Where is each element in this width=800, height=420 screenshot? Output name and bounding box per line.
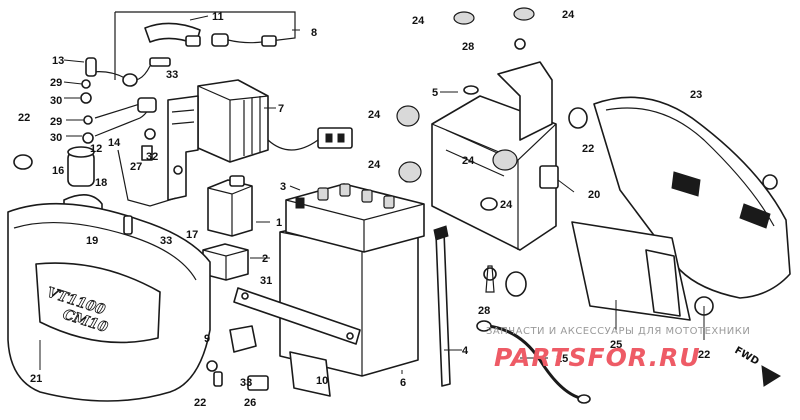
- callout-30-top: 30: [50, 95, 62, 107]
- callout-numbers: 11 8 13 29 30 22 29 30 16 14 12 33 32 27…: [18, 9, 710, 409]
- callout-11: 11: [212, 11, 224, 23]
- battery-holder-rod: [433, 225, 451, 387]
- callout-8: 8: [311, 27, 317, 39]
- callout-32: 32: [146, 151, 158, 163]
- callout-33-bottom: 33: [240, 377, 252, 389]
- callout-23: 23: [690, 89, 702, 101]
- callout-14: 14: [108, 137, 121, 149]
- callout-5: 5: [432, 87, 438, 99]
- callout-13: 13: [52, 55, 64, 67]
- callout-33-mid: 33: [160, 235, 172, 247]
- arrow-icon: [761, 365, 781, 387]
- callout-24-e: 24: [462, 155, 475, 167]
- callout-26: 26: [244, 397, 256, 409]
- callout-9: 9: [204, 333, 210, 345]
- callout-4: 4: [462, 345, 469, 357]
- watermark: ЗАПЧАСТИ И АКСЕССУАРЫ ДЛЯ МОТОТЕХНИКИ PA…: [486, 326, 750, 372]
- callout-21: 21: [30, 373, 42, 385]
- callout-18: 18: [95, 177, 107, 189]
- small-parts: [123, 215, 331, 397]
- callout-16: 16: [52, 165, 64, 177]
- battery-box: [431, 61, 559, 251]
- callout-25: 25: [610, 339, 622, 351]
- relay-bracket: [167, 95, 199, 201]
- callout-24-f: 24: [500, 199, 513, 211]
- side-cover-right: [593, 96, 791, 299]
- callout-27: 27: [130, 161, 142, 173]
- battery: [279, 167, 425, 377]
- callout-6: 6: [400, 377, 406, 389]
- callout-3: 3: [280, 181, 286, 193]
- callout-24-a: 24: [412, 15, 425, 27]
- starter-relay: [207, 175, 253, 237]
- callout-24-c: 24: [368, 109, 381, 121]
- callout-28-bottom: 28: [478, 305, 490, 317]
- watermark-brand: PARTSFOR.RU: [494, 343, 701, 372]
- callout-22-right: 22: [582, 143, 594, 155]
- callout-29-bottom: 29: [50, 116, 62, 128]
- callout-17: 17: [186, 229, 198, 241]
- battery-band: [233, 287, 361, 345]
- forward-direction-indicator: FWD: [733, 345, 781, 387]
- battery-cable: [476, 320, 591, 404]
- watermark-caption: ЗАПЧАСТИ И АКСЕССУАРЫ ДЛЯ МОТОТЕХНИКИ: [486, 326, 750, 337]
- callout-24-b: 24: [562, 9, 575, 21]
- callout-28-top: 28: [462, 41, 474, 53]
- wire-harness-assembly: [80, 11, 296, 144]
- callout-22-left: 22: [18, 112, 30, 124]
- callout-22-far-right: 22: [698, 349, 710, 361]
- callout-19: 19: [86, 235, 98, 247]
- turn-signal-relay: [202, 243, 249, 281]
- side-cover-left: VT1100 CM10: [7, 202, 211, 402]
- rubber-washers: [396, 7, 535, 297]
- callout-30-bottom: 30: [50, 132, 62, 144]
- callout-12: 12: [90, 143, 102, 155]
- callout-20: 20: [588, 189, 600, 201]
- callout-10: 10: [316, 375, 328, 387]
- callout-24-d: 24: [368, 159, 381, 171]
- tool-pouch: [571, 221, 691, 321]
- callout-29-top: 29: [50, 77, 62, 89]
- callout-15: 15: [556, 353, 568, 365]
- callout-7: 7: [278, 103, 284, 115]
- regulator-rectifier: [197, 79, 353, 163]
- callout-22-bottom: 22: [194, 397, 206, 409]
- leader-lines: [39, 15, 705, 374]
- fwd-label: FWD: [733, 345, 761, 368]
- callout-2: 2: [262, 253, 268, 265]
- callout-1: 1: [276, 217, 282, 229]
- callout-31: 31: [260, 275, 272, 287]
- callout-33-top: 33: [166, 69, 178, 81]
